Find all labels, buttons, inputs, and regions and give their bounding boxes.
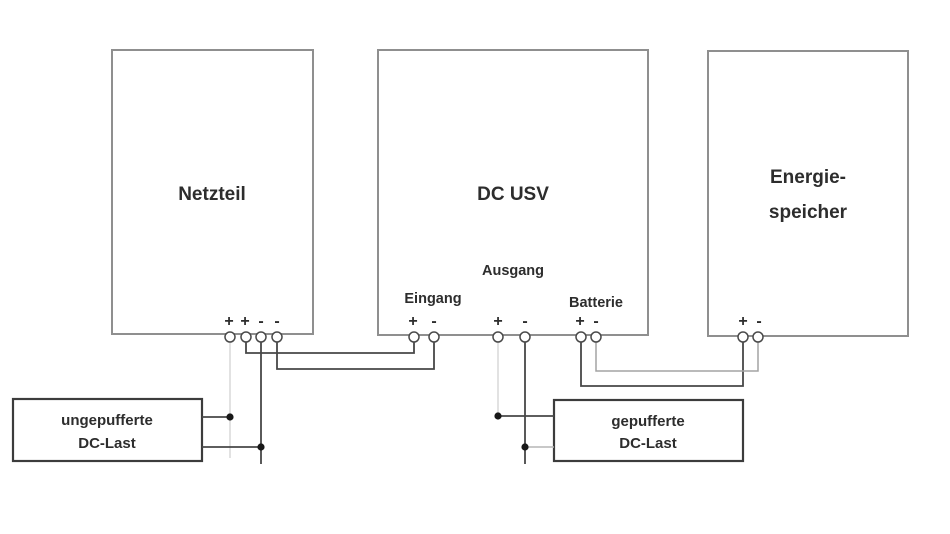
dc-usv-batterie-terminals [575, 331, 602, 343]
eingang-plus-sign: + [408, 313, 417, 330]
ungepufferte-last-box [11, 397, 204, 463]
wire-batterie-minus-to-energiespeicher-minus [595, 342, 759, 372]
energiespeicher-plus-sign: + [738, 313, 747, 330]
ausgang-plus-sign: + [493, 313, 502, 330]
netzteil-minus1-sign: - [258, 313, 263, 330]
batterie-plus-sign: + [575, 313, 584, 330]
junction-dot-gepufferte-plus [494, 412, 502, 420]
terminal-eingang-plus [408, 331, 420, 343]
netzteil-label: Netzteil [178, 184, 246, 205]
terminal-batterie-plus [575, 331, 587, 343]
terminal-eingang-minus [428, 331, 440, 343]
junction-dot-gepufferte-minus [521, 443, 529, 451]
gepufferte-last-box [552, 398, 745, 463]
terminal-netzteil-minus1 [255, 331, 267, 343]
junction-dot-ungepufferte-plus [226, 413, 234, 421]
terminal-netzteil-plus1 [224, 331, 236, 343]
terminal-batterie-minus [590, 331, 602, 343]
ungepufferte-last-label-line2: DC-Last [78, 435, 136, 452]
eingang-minus-sign: - [431, 313, 436, 330]
energiespeicher-terminals [737, 331, 764, 343]
batterie-label: Batterie [569, 295, 623, 311]
energiespeicher-label-line2: speicher [769, 202, 848, 223]
netzteil-box [111, 49, 314, 335]
batterie-minus-sign: - [593, 313, 598, 330]
energiespeicher-box [707, 50, 909, 337]
batterie-polarity-signs: + - [575, 313, 598, 330]
terminal-energiespeicher-minus [752, 331, 764, 343]
dc-usv-ausgang-terminals [492, 331, 531, 343]
ausgang-label: Ausgang [482, 263, 544, 279]
gepufferte-last-label-line1: gepufferte [611, 413, 684, 430]
dc-usv-eingang-terminals [408, 331, 440, 343]
ungepufferte-last-label-line1: ungepufferte [61, 412, 153, 429]
gepufferte-last-label-line2: DC-Last [619, 435, 677, 452]
terminal-netzteil-minus2 [271, 331, 283, 343]
netzteil-polarity-signs: + + - - [224, 313, 279, 330]
energiespeicher-minus-sign: - [756, 313, 761, 330]
ausgang-minus-sign: - [522, 313, 527, 330]
terminal-netzteil-plus2 [240, 331, 252, 343]
netzteil-minus2-sign: - [274, 313, 279, 330]
netzteil-terminals [224, 331, 283, 343]
netzteil-plus1-sign: + [224, 313, 233, 330]
eingang-label: Eingang [404, 291, 461, 307]
netzteil-plus2-sign: + [240, 313, 249, 330]
ausgang-polarity-signs: + - [493, 313, 527, 330]
junction-dot-ungepufferte-minus [257, 443, 265, 451]
wire-netzteil-plus2-to-eingang-plus [245, 342, 415, 354]
terminal-ausgang-plus [492, 331, 504, 343]
terminal-ausgang-minus [519, 331, 531, 343]
wire-netzteil-minus2-to-eingang-minus [276, 342, 435, 370]
dc-usv-label: DC USV [477, 184, 549, 205]
wire-batterie-plus-to-energiespeicher-plus [580, 342, 744, 387]
terminal-energiespeicher-plus [737, 331, 749, 343]
eingang-polarity-signs: + - [408, 313, 436, 330]
energiespeicher-label-line1: Energie- [770, 167, 846, 188]
dc-usv-box [377, 49, 649, 336]
energiespeicher-polarity-signs: + - [738, 313, 761, 330]
